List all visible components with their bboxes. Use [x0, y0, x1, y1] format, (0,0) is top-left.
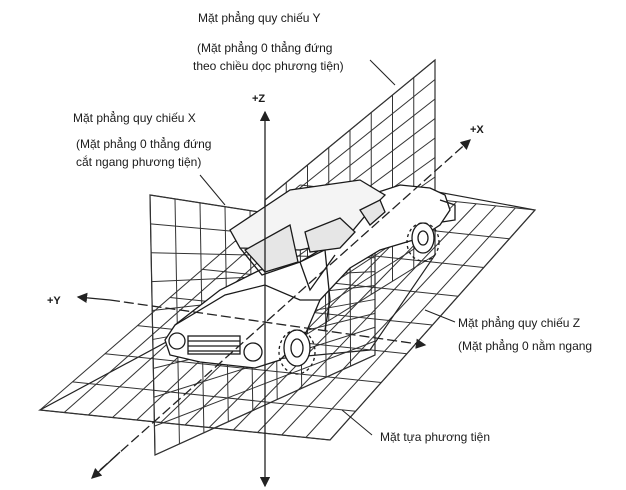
axis-x-label: +X — [470, 124, 484, 136]
plane-x-title: Mặt phẳng quy chiếu X — [73, 110, 196, 125]
support-plane-label: Mặt tựa phương tiện — [380, 430, 490, 444]
plane-y-title: Mặt phẳng quy chiếu Y — [198, 10, 321, 25]
plane-y-desc-line1: (Mặt phẳng 0 thẳng đứng — [197, 40, 332, 55]
plane-z-desc: (Mặt phẳng 0 nằm ngang — [458, 338, 592, 353]
plane-y-desc-line2: theo chiều dọc phương tiện) — [193, 59, 344, 73]
axis-y-label: +Y — [47, 295, 61, 307]
car-illustration — [164, 179, 456, 375]
leader-lines — [199, 59, 456, 436]
plane-x-desc-line1: (Mặt phẳng 0 thẳng đứng — [76, 136, 211, 151]
axis-y — [76, 292, 427, 349]
plane-z-title: Mặt phẳng quy chiếu Z — [458, 315, 580, 330]
axis-x — [91, 139, 471, 479]
axis-z-label: +Z — [252, 93, 265, 105]
plane-x-desc-line2: cắt ngang phương tiện) — [76, 154, 201, 169]
